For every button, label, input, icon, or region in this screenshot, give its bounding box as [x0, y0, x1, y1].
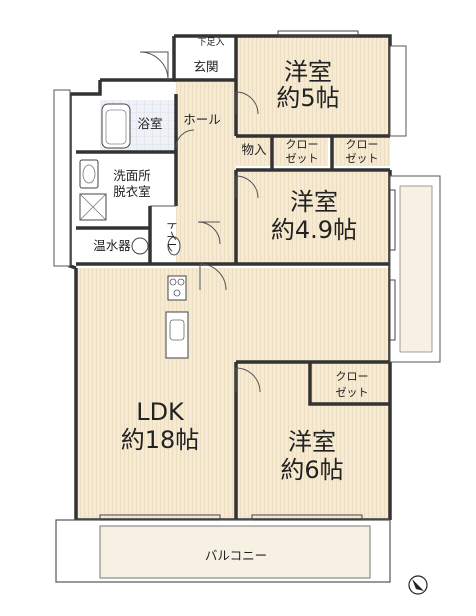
closet-2-floor — [334, 136, 390, 166]
ldk-floor-upper — [236, 268, 390, 362]
storage-label: 物入 — [241, 142, 267, 157]
water-heater-label: 温水器 — [93, 238, 131, 253]
washroom-line-1: 洗面所 — [113, 168, 151, 183]
western-room-6-name: 洋室 — [288, 428, 336, 456]
western-room-6-size: 約6帖 — [280, 456, 343, 484]
toilet-icon — [167, 236, 181, 256]
western-room-5-size: 約5帖 — [276, 84, 339, 112]
closet-3-line-1: クロー — [336, 370, 369, 383]
western-room-49-name: 洋室 — [290, 188, 338, 216]
closet-3-floor — [316, 366, 390, 404]
doors — [139, 51, 261, 393]
bathtub-icon — [101, 103, 131, 149]
western-room-49-floor — [236, 172, 390, 264]
ldk-size: 約18帖 — [121, 426, 200, 454]
entrance-label: 玄関 — [193, 59, 218, 74]
balcony — [53, 45, 441, 583]
western-room-49-size: 約4.9帖 — [271, 216, 357, 244]
shoe-box-label: 下足入 — [197, 37, 224, 48]
closet-2-line-1: クロー — [346, 138, 379, 151]
closet-1-line-1: クロー — [286, 138, 319, 151]
toilet-label: トイレ — [165, 220, 178, 253]
closet-3-line-2: ゼット — [336, 386, 369, 399]
kitchen-sink-icon — [165, 311, 189, 359]
sink-icon — [79, 159, 99, 189]
ldk-name: LDK — [136, 398, 185, 426]
north-arrow-icon — [408, 575, 428, 595]
water-heater-icon — [131, 237, 149, 255]
storage-floor — [236, 136, 272, 166]
closet-1-floor — [274, 136, 328, 166]
balcony-label: バルコニー — [205, 548, 267, 563]
hall-label: ホール — [183, 112, 221, 127]
windows — [99, 30, 396, 521]
room-labels: 洋室 約5帖 洋室 約4.9帖 LDK 約18帖 洋室 約6帖 玄関 下足入 浴… — [93, 37, 378, 563]
stove-icon — [167, 275, 187, 301]
hall-floor — [176, 82, 236, 264]
western-room-5-name: 洋室 — [284, 58, 332, 86]
washing-machine-icon — [79, 193, 107, 221]
closet-1-line-2: ゼット — [286, 152, 319, 165]
washroom-line-2: 脱衣室 — [113, 184, 151, 199]
western-room-5-floor — [236, 36, 390, 136]
closet-2-line-2: ゼット — [346, 152, 379, 165]
ldk-floor — [76, 268, 236, 518]
bathroom-label: 浴室 — [137, 116, 162, 131]
floor-areas — [76, 36, 390, 518]
